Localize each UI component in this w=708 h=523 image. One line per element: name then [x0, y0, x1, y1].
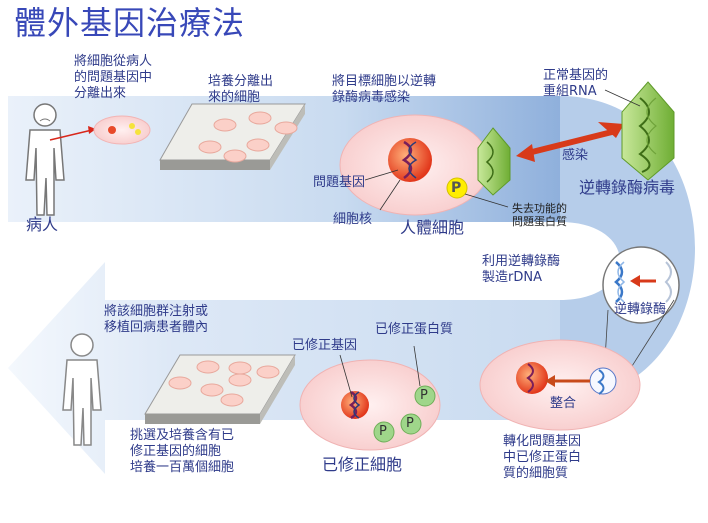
label-make-rdna: 利用逆轉錄酶 製造rDNA — [482, 254, 561, 285]
label-problem-gene: 問題基因 — [313, 175, 366, 190]
extracted-cell — [93, 115, 151, 145]
label-culture-separated: 培養分離出 來的細胞 — [208, 74, 274, 105]
label-patient: 病人 — [26, 215, 59, 234]
protein-letter-green-2: P — [379, 424, 387, 439]
label-lost-protein: 失去功能的 問題蛋白質 — [512, 202, 567, 228]
nucleus — [388, 138, 432, 182]
label-inject: 將該細胞群注射或 移植回病患者體內 — [104, 304, 209, 335]
label-transform: 轉化問題基因 中已修正蛋白 質的細胞質 — [503, 434, 582, 481]
label-corrected-protein: 已修正蛋白質 — [375, 322, 454, 337]
rdna-magnifier — [602, 246, 680, 324]
label-reverse-transcriptase: 逆轉錄酶 — [614, 302, 667, 317]
protein-green-1 — [414, 385, 436, 407]
label-corrected-gene: 已修正基因 — [292, 338, 358, 353]
protein-green-2 — [373, 421, 395, 443]
integration-cell — [479, 339, 641, 431]
label-infect-target: 將目標細胞以逆轉 錄酶病毒感染 — [332, 74, 437, 105]
patient-figure — [25, 103, 65, 216]
label-integrate: 整合 — [550, 396, 577, 411]
page-title: 體外基因治療法 — [14, 4, 246, 42]
extract-arrow — [49, 129, 93, 141]
protein-letter-green-1: P — [420, 388, 428, 403]
culture-dish-top — [159, 103, 306, 170]
infection-arrow — [527, 129, 613, 156]
label-select-culture: 挑選及培養含有已 修正基因的細胞 培養一百萬個細胞 — [130, 428, 235, 475]
protein-green-3 — [400, 413, 422, 435]
recovered-patient-figure — [62, 333, 102, 446]
label-human-cell: 人體細胞 — [400, 218, 465, 237]
virus-particle — [477, 127, 511, 196]
retrovirus — [621, 81, 675, 181]
culture-dish-bottom — [144, 354, 296, 424]
label-normal-gene: 正常基因的 重組RNA — [543, 68, 609, 99]
label-nucleus: 細胞核 — [333, 212, 373, 227]
protein-letter-green-3: P — [406, 416, 414, 431]
label-corrected-cell: 已修正細胞 — [322, 455, 403, 474]
label-retrovirus: 逆轉錄酶病毒 — [579, 178, 676, 197]
patient-face — [39, 118, 51, 122]
process-band-curve — [560, 96, 695, 400]
label-separate: 將細胞從病人 的問題基因中 分離出來 — [74, 54, 153, 101]
label-infection: 感染 — [562, 148, 589, 163]
protein-letter-yellow: P — [451, 180, 462, 196]
lost-protein-marker — [446, 177, 468, 199]
corrected-cell — [299, 359, 441, 451]
